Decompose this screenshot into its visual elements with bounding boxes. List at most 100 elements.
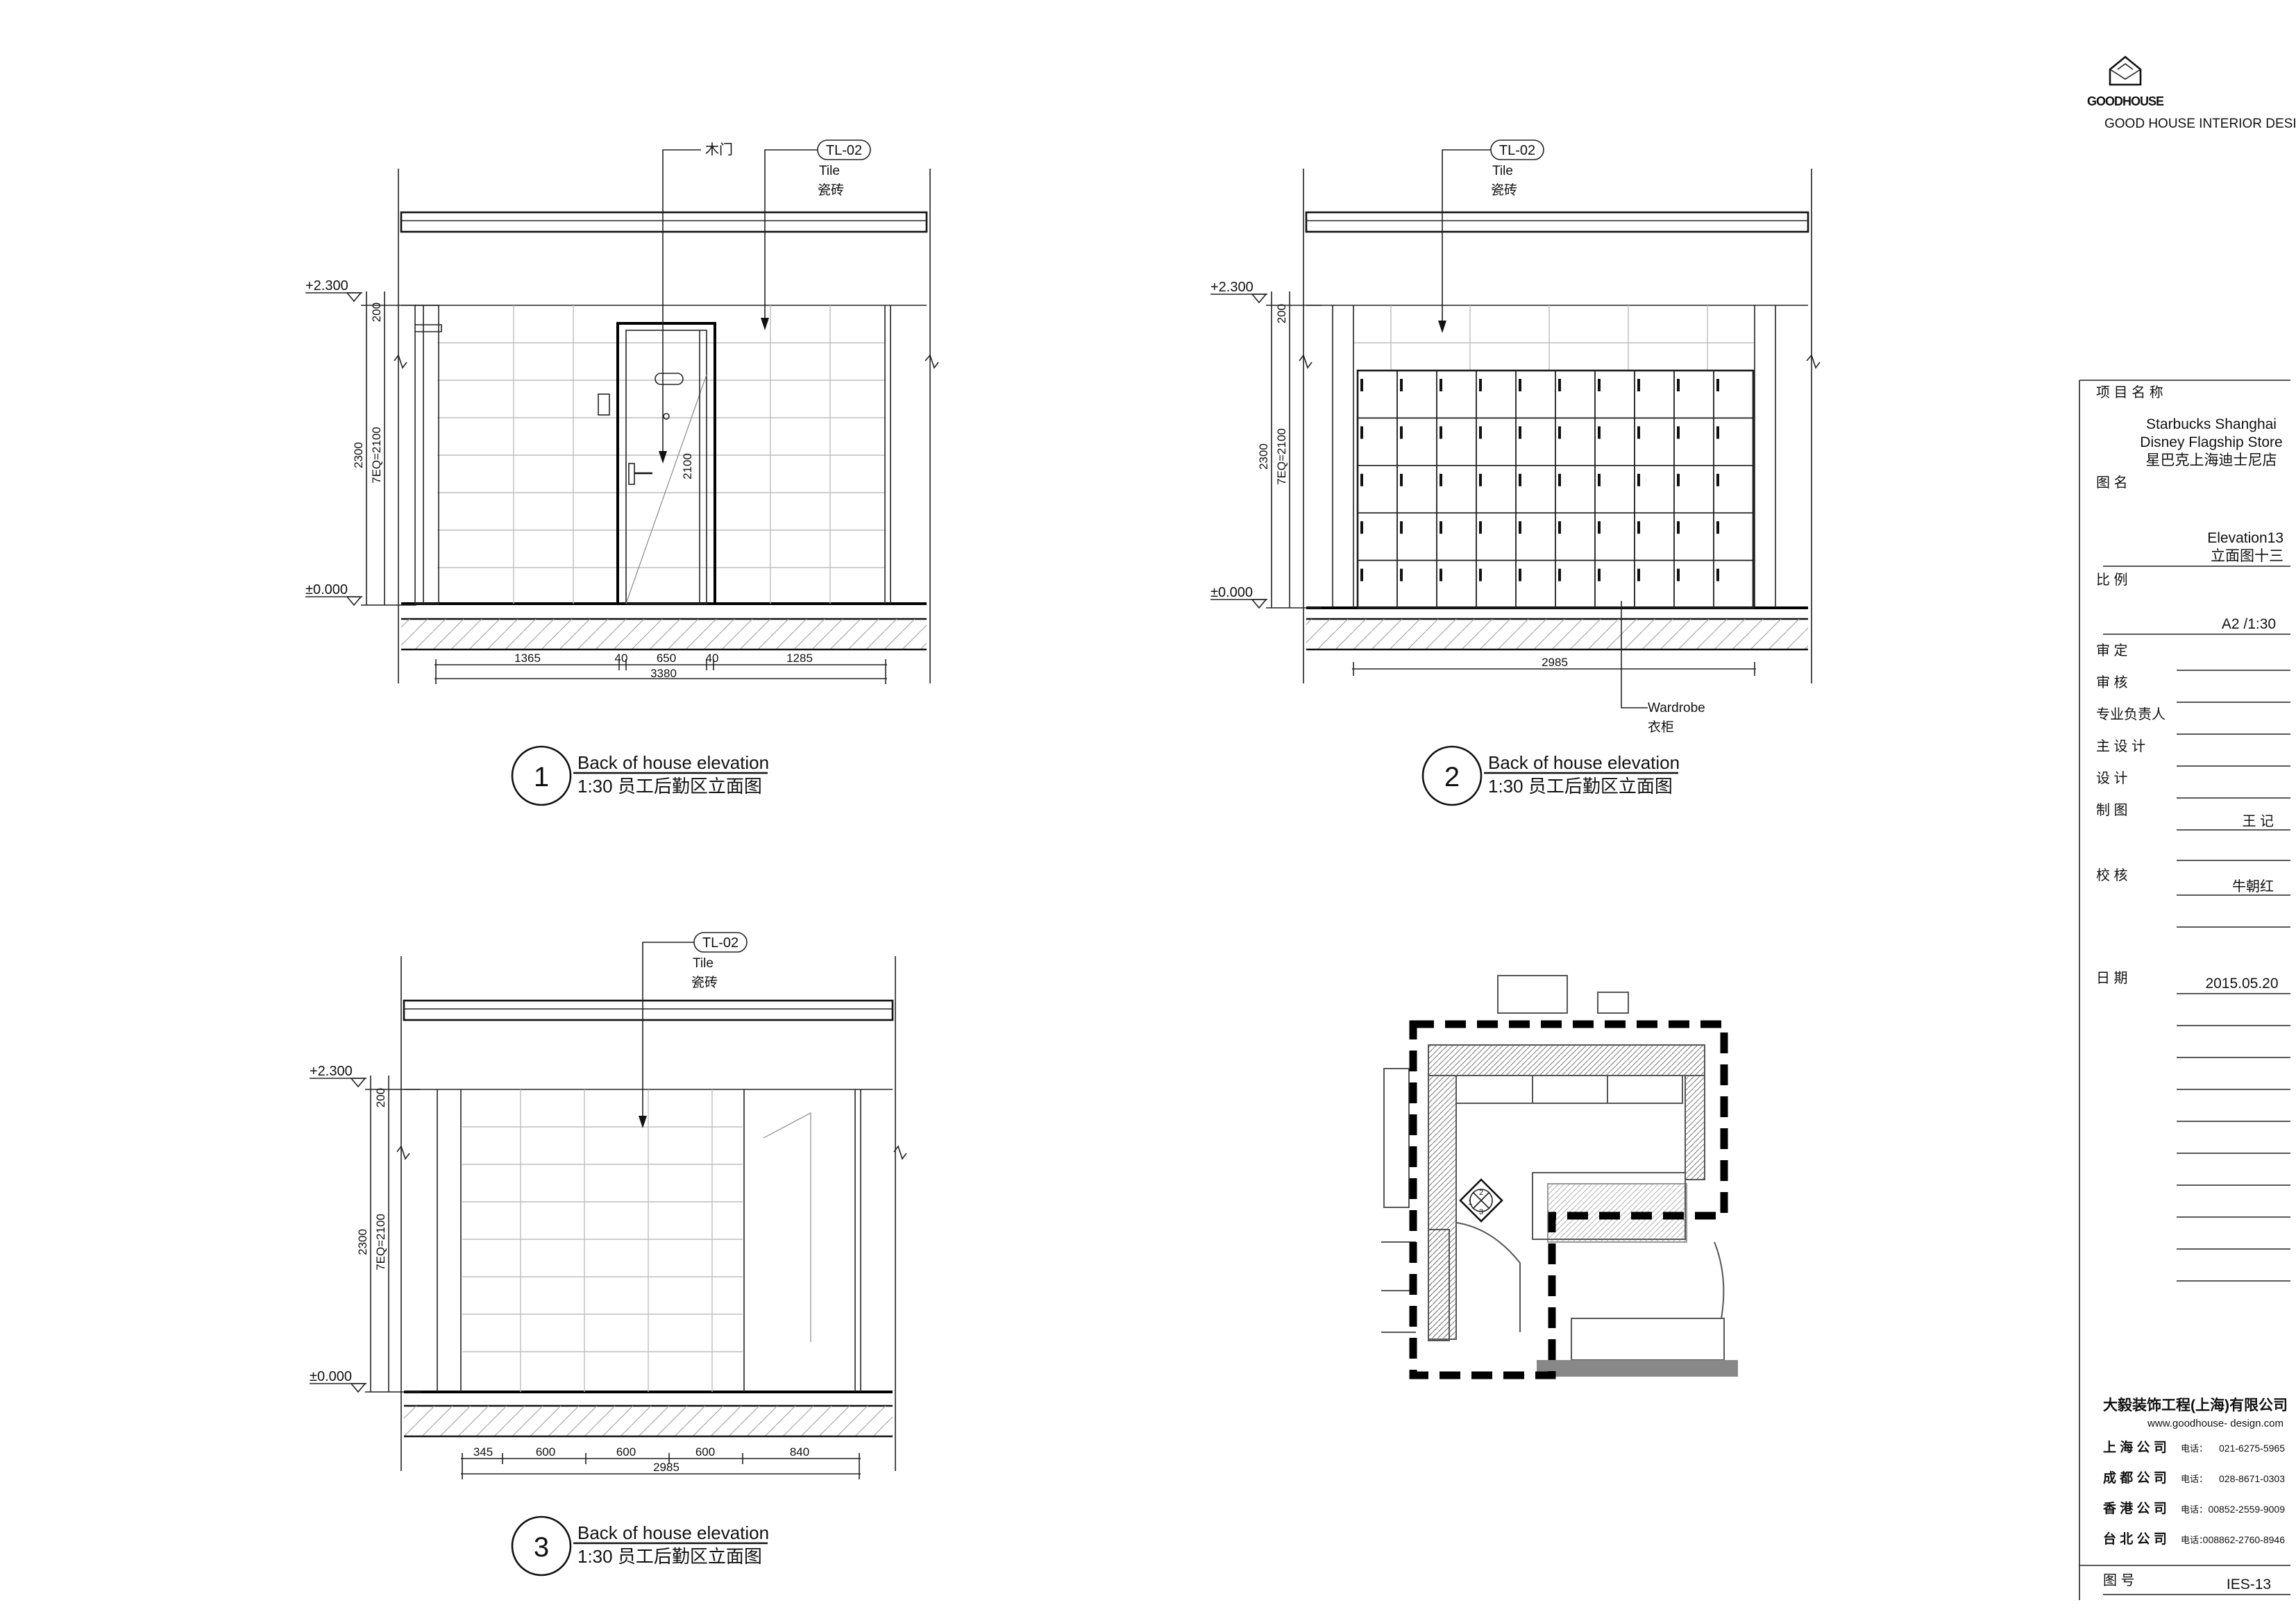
- project-name-cn: 星巴克上海迪士尼店: [2146, 452, 2277, 468]
- svg-text:40: 40: [706, 652, 719, 665]
- wardrobe-handle: [1598, 521, 1601, 534]
- wardrobe-cell: [1357, 417, 1398, 466]
- office-tel: 00852-2559-9009: [2208, 1504, 2285, 1515]
- wardrobe-cell: [1357, 464, 1398, 513]
- level-bottom: ±0.000: [305, 582, 348, 597]
- wardrobe-cell: [1594, 370, 1635, 419]
- svg-text:345: 345: [473, 1445, 493, 1459]
- svg-text:Back of house elevation: Back of house elevation: [1488, 752, 1680, 773]
- svg-text:2100: 2100: [681, 453, 694, 479]
- svg-text:TL-02: TL-02: [826, 143, 862, 158]
- elevation-3: TL-02 Tile 瓷砖 +2.300 ±0.000 2300 7EQ=210…: [310, 932, 907, 1577]
- wardrobe-handle: [1400, 473, 1403, 486]
- wardrobe-cell: [1555, 464, 1596, 513]
- svg-text:2985: 2985: [1542, 656, 1568, 669]
- material-tag: [817, 139, 871, 160]
- role-label: 专业负责人: [2096, 706, 2166, 722]
- svg-text:图 号: 图 号: [2103, 1573, 2135, 1588]
- wardrobe-handle: [1440, 379, 1442, 391]
- wardrobe-handle: [1360, 568, 1363, 581]
- wardrobe-handle: [1440, 568, 1442, 581]
- elevation-marker: 2 1 3: [1459, 1178, 1503, 1223]
- level-top: +2.300: [305, 278, 348, 294]
- wardrobe-handle: [1479, 568, 1482, 581]
- wardrobe-cell: [1555, 417, 1596, 466]
- wardrobe-cell: [1515, 559, 1556, 609]
- wardrobe-handle: [1360, 521, 1363, 534]
- svg-text:TL-02: TL-02: [702, 935, 738, 951]
- svg-text:3: 3: [1479, 1208, 1483, 1216]
- svg-text:7EQ=2100: 7EQ=2100: [1275, 428, 1288, 485]
- svg-text:瓷砖: 瓷砖: [818, 182, 844, 198]
- svg-text:1365: 1365: [514, 652, 541, 665]
- wardrobe-handle: [1400, 568, 1403, 581]
- wardrobe-handle: [1677, 473, 1680, 486]
- svg-text:瓷砖: 瓷砖: [691, 975, 718, 990]
- wardrobe-cell: [1515, 512, 1556, 561]
- wardrobe-cell: [1436, 512, 1477, 561]
- svg-text:+2.300: +2.300: [310, 1064, 353, 1079]
- wardrobe-handle: [1558, 473, 1561, 486]
- svg-text:日 期: 日 期: [2096, 971, 2128, 986]
- svg-text:2300: 2300: [352, 442, 365, 468]
- wardrobe-cell: [1476, 559, 1517, 609]
- project-name-en: Starbucks Shanghai: [2146, 416, 2277, 432]
- office-name: 成 都 公 司: [2103, 1470, 2167, 1486]
- wardrobe-cell: [1515, 464, 1556, 513]
- drawing-number: IES-13: [2227, 1577, 2271, 1592]
- wardrobe-cell: [1555, 512, 1596, 561]
- wardrobe-handle: [1716, 473, 1719, 486]
- wardrobe-handle: [1519, 426, 1521, 439]
- wardrobe-cell: [1594, 559, 1635, 609]
- wardrobe-cell: [1476, 417, 1517, 466]
- wardrobe-handle: [1440, 473, 1442, 486]
- title-block: 项 目 名 称 Starbucks Shanghai Disney Flagsh…: [2079, 380, 2290, 1600]
- wardrobe-cell: [1396, 464, 1437, 513]
- svg-text:1285: 1285: [786, 652, 813, 665]
- office-name: 上 海 公 司: [2103, 1439, 2167, 1455]
- wardrobe-handle: [1479, 473, 1482, 486]
- wardrobe-handle: [1479, 426, 1482, 439]
- svg-text:2: 2: [1444, 762, 1460, 792]
- wardrobe-handle: [1360, 473, 1363, 486]
- logo: GOODHOUSE GOOD HOUSE INTERIOR DESIGN: [2087, 56, 2296, 131]
- svg-text:瓷砖: 瓷砖: [1491, 182, 1517, 198]
- wardrobe-cell: [1634, 464, 1675, 513]
- svg-text:Tile: Tile: [1492, 164, 1513, 178]
- wardrobe: [1356, 369, 1755, 609]
- role-label: 审 定: [2096, 643, 2128, 658]
- office-tel: 028-8671-0303: [2219, 1473, 2285, 1484]
- drawing-name-cn: 立面图十三: [2211, 548, 2284, 564]
- role-label: 校 核: [2096, 867, 2128, 883]
- wardrobe-handle: [1479, 521, 1482, 534]
- area-highlight: [1409, 1020, 1728, 1379]
- wardrobe-handle: [1519, 521, 1521, 534]
- wardrobe-handle: [1360, 379, 1363, 391]
- office-tel: 008862-2760-8946: [2203, 1534, 2286, 1545]
- svg-text:比 例: 比 例: [2096, 572, 2128, 588]
- role-label: 审 核: [2096, 674, 2128, 690]
- wardrobe-cell: [1476, 370, 1517, 419]
- wardrobe-handle: [1716, 379, 1719, 391]
- date-value: 2015.05.20: [2205, 976, 2278, 992]
- role-value: 牛朝红: [2232, 878, 2274, 894]
- wardrobe-cell: [1436, 559, 1477, 609]
- wardrobe-cell: [1634, 370, 1675, 419]
- wardrobe-handle: [1558, 379, 1561, 391]
- wardrobe-handle: [1400, 521, 1403, 534]
- svg-text:7EQ=2100: 7EQ=2100: [374, 1214, 387, 1271]
- wardrobe-cell: [1713, 464, 1754, 513]
- role-label: 设 计: [2096, 770, 2128, 786]
- elevation-1: 2100 木门 TL-02 Tile 瓷砖 +2.300 ±0.000 2300…: [305, 139, 939, 806]
- svg-text:840: 840: [790, 1445, 809, 1459]
- wardrobe-cell: [1396, 512, 1437, 561]
- wardrobe-handle: [1716, 426, 1719, 439]
- wardrobe-handle: [1637, 568, 1640, 581]
- label-wood-door: 木门: [705, 142, 733, 158]
- view-title: Back of house elevation: [577, 752, 769, 773]
- wardrobe-cell: [1436, 464, 1477, 513]
- key-plan: 2 1 3: [1381, 975, 1738, 1379]
- wardrobe-cell: [1555, 559, 1596, 609]
- wardrobe-handle: [1637, 379, 1640, 391]
